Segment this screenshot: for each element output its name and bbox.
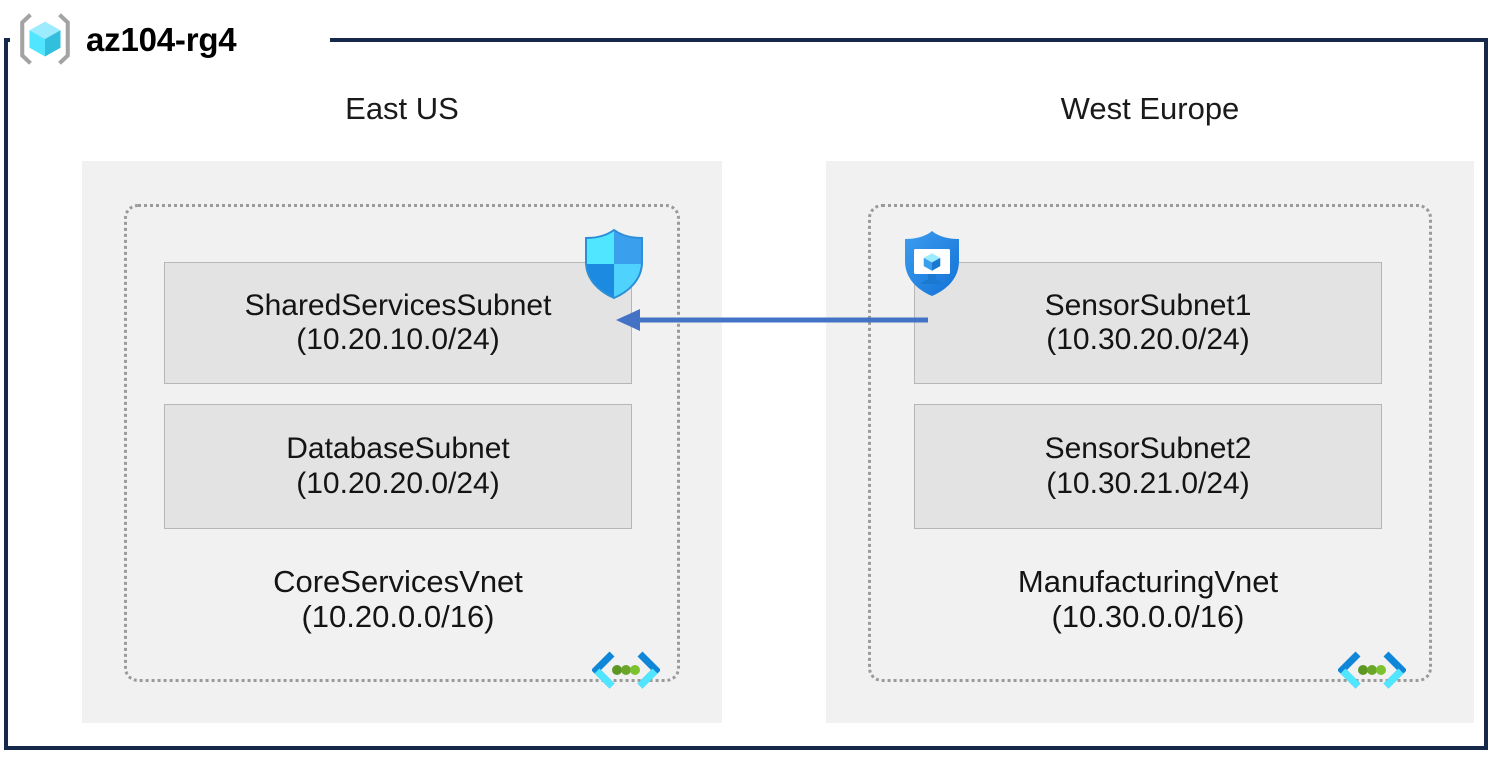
vnet-box-manufacturingvnet[interactable] [868, 204, 1432, 682]
virtual-network-icon [1337, 651, 1407, 689]
region-west-europe: West Europe [826, 91, 1474, 126]
virtual-network-icon-wrapper-right[interactable] [1337, 650, 1407, 699]
subnet-name: SensorSubnet1 [1044, 288, 1252, 322]
subnet-name: DatabaseSubnet [286, 432, 510, 466]
resource-group-icon [20, 13, 70, 65]
network-security-group-icon [905, 231, 959, 296]
vnet-cidr: (10.20.0.0/16) [301, 599, 495, 635]
vnet-box-coreservicesvnet[interactable] [124, 204, 680, 682]
subnet-cidr: (10.30.20.0/24) [1046, 323, 1250, 356]
subnet-name: SensorSubnet2 [1044, 432, 1252, 466]
vnet-caption-coreservicesvnet: CoreServicesVnet (10.20.0.0/16) [164, 564, 632, 635]
region-label-west-europe: West Europe [1060, 91, 1240, 126]
virtual-network-icon [591, 651, 661, 689]
subnet-cidr: (10.20.20.0/24) [296, 466, 500, 500]
resource-group-frame [4, 38, 1488, 750]
vnet-cidr: (10.30.0.0/16) [1051, 599, 1245, 635]
firewall-shield-icon-wrapper[interactable] [578, 226, 650, 307]
subnet-sharedservicessubnet[interactable]: SharedServicesSubnet (10.20.10.0/24) [164, 262, 632, 384]
virtual-network-icon-wrapper-left[interactable] [591, 650, 661, 699]
vnet-caption-manufacturingvnet: ManufacturingVnet (10.30.0.0/16) [914, 564, 1382, 635]
region-east-us: East US [82, 91, 722, 126]
network-security-group-icon-wrapper[interactable] [898, 228, 966, 305]
subnet-name: SharedServicesSubnet [244, 288, 552, 322]
vnet-peering-arrow[interactable] [616, 300, 928, 340]
resource-group-name: az104-rg4 [86, 20, 237, 58]
firewall-shield-icon [585, 228, 643, 300]
subnet-databasesubnet[interactable]: DatabaseSubnet (10.20.20.0/24) [164, 404, 632, 529]
vnet-name: CoreServicesVnet [273, 564, 523, 599]
subnet-sensorsubnet1[interactable]: SensorSubnet1 (10.30.20.0/24) [914, 262, 1382, 384]
region-label-east-us: East US [345, 91, 459, 126]
resource-group-header: az104-rg4 [14, 8, 237, 70]
vnet-name: ManufacturingVnet [1017, 564, 1279, 599]
subnet-sensorsubnet2[interactable]: SensorSubnet2 (10.30.21.0/24) [914, 404, 1382, 529]
subnet-cidr: (10.30.21.0/24) [1046, 466, 1250, 500]
subnet-cidr: (10.20.10.0/24) [296, 323, 500, 356]
resource-group-title-gap [10, 32, 330, 46]
